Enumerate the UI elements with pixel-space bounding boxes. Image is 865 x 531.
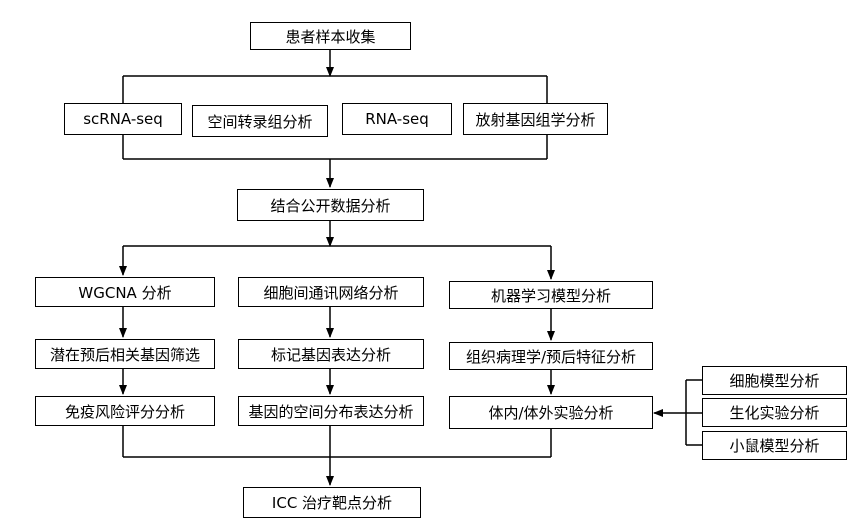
- combine-box: 结合公开数据分析: [237, 189, 424, 221]
- source-box-scrna: scRNA-seq: [64, 103, 182, 135]
- start-box: 患者样本收集: [250, 22, 411, 50]
- col2-step1: 细胞间通讯网络分析: [238, 277, 424, 307]
- experiment-box-biochem: 生化实验分析: [702, 398, 847, 427]
- col3-step3: 体内/体外实验分析: [449, 396, 653, 429]
- experiment-label: 细胞模型分析: [729, 372, 820, 390]
- experiment-label: 生化实验分析: [729, 404, 820, 422]
- col2-step3: 基因的空间分布表达分析: [238, 396, 424, 426]
- col1-step1: WGCNA 分析: [35, 277, 215, 307]
- source-label: RNA-seq: [365, 110, 429, 128]
- step-label: 体内/体外实验分析: [488, 404, 614, 422]
- source-box-spatial: 空间转录组分析: [192, 105, 328, 137]
- step-label: WGCNA 分析: [78, 283, 172, 302]
- combine-label: 结合公开数据分析: [270, 196, 391, 215]
- source-label: 放射基因组学分析: [475, 110, 596, 129]
- end-label: ICC 治疗靶点分析: [271, 494, 393, 512]
- col3-step1: 机器学习模型分析: [449, 281, 653, 309]
- end-box: ICC 治疗靶点分析: [243, 487, 421, 518]
- col2-step2: 标记基因表达分析: [238, 339, 424, 369]
- experiment-box-cell: 细胞模型分析: [702, 366, 847, 395]
- experiment-label: 小鼠模型分析: [729, 437, 820, 455]
- source-label: 空间转录组分析: [207, 112, 313, 131]
- experiment-box-mouse: 小鼠模型分析: [702, 431, 847, 460]
- step-label: 细胞间通讯网络分析: [263, 283, 399, 302]
- col1-step2: 潜在预后相关基因筛选: [35, 339, 215, 369]
- start-label: 患者样本收集: [285, 27, 376, 46]
- source-label: scRNA-seq: [83, 110, 163, 128]
- step-label: 免疫风险评分分析: [64, 402, 185, 421]
- step-label: 标记基因表达分析: [270, 345, 391, 364]
- step-label: 潜在预后相关基因筛选: [49, 345, 200, 364]
- col3-step2: 组织病理学/预后特征分析: [449, 342, 653, 370]
- step-label: 机器学习模型分析: [490, 286, 611, 305]
- source-box-radiogenomics: 放射基因组学分析: [463, 103, 608, 135]
- source-box-rnaseq: RNA-seq: [342, 103, 452, 135]
- step-label: 组织病理学/预后特征分析: [465, 347, 637, 366]
- col1-step3: 免疫风险评分分析: [35, 396, 215, 426]
- step-label: 基因的空间分布表达分析: [248, 402, 414, 421]
